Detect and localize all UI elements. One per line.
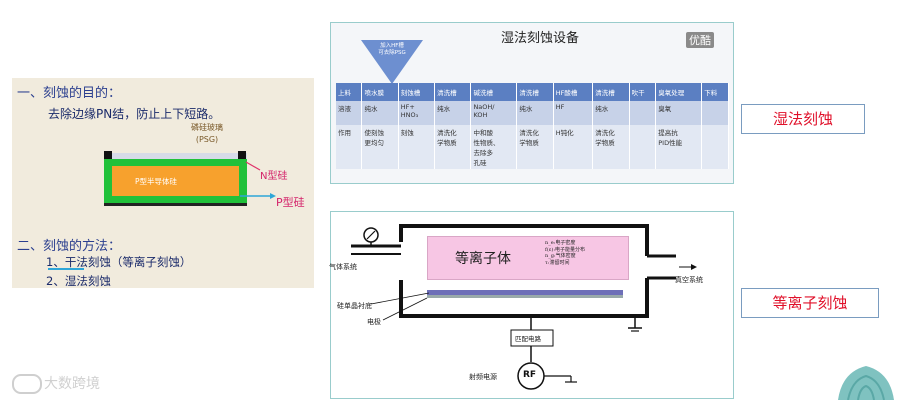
table-cell: HF+ HNO₃ <box>398 101 436 125</box>
method-wet: 2、湿法刻蚀 <box>46 274 111 288</box>
p-core-label: P型半导体硅 <box>135 177 178 186</box>
p-type-label: P型硅 <box>276 196 305 209</box>
table-cell: 清洗化 学物质 <box>516 125 554 169</box>
table-cell: 纯水 <box>434 101 472 125</box>
table-cell <box>701 101 729 125</box>
bottom-contact <box>104 203 247 206</box>
table-cell: 清洗化 学物质 <box>592 125 630 169</box>
rf-power-label: 射频电源 <box>469 373 497 381</box>
arrows-svg <box>240 161 276 199</box>
header-cell: 碱洗槽 <box>470 83 518 101</box>
psg-right-cap <box>238 151 246 159</box>
plasma-region <box>427 236 629 280</box>
table-cell: 纯水 <box>516 101 554 125</box>
watermark-logo-icon <box>12 374 42 394</box>
hf-funnel <box>361 40 423 84</box>
table-cell: 使刻蚀 更均匀 <box>361 125 399 169</box>
plasma-diagram-svg <box>351 224 697 390</box>
psg-left-cap <box>104 151 112 159</box>
header-cell: 清洗槽 <box>592 83 630 101</box>
table-row: 溶液 纯水 HF+ HNO₃ 纯水 NaOH/ KOH 纯水 HF 纯水 臭氧 <box>336 101 729 125</box>
table-cell <box>629 101 657 125</box>
electrode-plate <box>427 295 623 298</box>
electrode-pointer <box>382 297 428 321</box>
plasma-etch-panel: 等离子体 n_e:电子密度 f(ε):电子能量分布 n_g:气体密度 τ:滞留时… <box>329 211 734 399</box>
etching-slide: 一、刻蚀的目的： 去除边缘PN结，防止上下短路。 磷硅玻璃 (PSG) P型半导… <box>12 78 314 288</box>
wet-etch-title: 湿法刻蚀设备 <box>501 31 580 46</box>
heading-method: 二、刻蚀的方法： <box>17 239 122 254</box>
funnel-text: 加入HF槽 可去除PSG <box>378 43 406 56</box>
table-cell <box>701 125 729 169</box>
header-cell: 上料 <box>336 83 363 101</box>
gas-system-label: 气体系统 <box>329 263 357 271</box>
electrode-label: 电极 <box>367 318 381 326</box>
header-cell: HF酸槽 <box>553 83 594 101</box>
wet-etch-table: 上料 喷水膜 刻蚀槽 清洗槽 碱洗槽 清洗槽 HF酸槽 清洗槽 吹干 臭氧处理 … <box>336 83 729 169</box>
dry-underline <box>48 268 84 270</box>
table-cell: 作用 <box>336 125 363 169</box>
plasma-legend: n_e:电子密度 f(ε):电子能量分布 n_g:气体密度 τ:滞留时间 <box>545 240 586 266</box>
watermark-text: 大数跨境 <box>44 376 100 392</box>
wet-etch-label: 湿法刻蚀 <box>741 104 865 134</box>
vacuum-system-label: 真空系统 <box>675 276 703 284</box>
table-header-row: 上料 喷水膜 刻蚀槽 清洗槽 碱洗槽 清洗槽 HF酸槽 清洗槽 吹干 臭氧处理 … <box>336 83 729 101</box>
substrate-label: 硅单晶衬底 <box>337 302 372 310</box>
table-cell: 溶液 <box>336 101 363 125</box>
table-cell: 纯水 <box>361 101 399 125</box>
plasma-label: 等离子体 <box>455 251 511 267</box>
p-arrow-head <box>270 193 276 199</box>
p-type-core <box>112 166 239 196</box>
header-cell: 刻蚀槽 <box>398 83 436 101</box>
table-cell: 刻蚀 <box>398 125 436 169</box>
table-cell: NaOH/ KOH <box>470 101 518 125</box>
wet-etch-panel: 湿法刻蚀设备 优酷 加入HF槽 可去除PSG 上料 喷水膜 刻蚀槽 清洗槽 碱洗… <box>330 22 734 184</box>
method-dry: 1、干法刻蚀（等离子刻蚀） <box>46 255 192 269</box>
chamber-top-wall <box>399 224 649 256</box>
substrate-pointer <box>370 292 430 305</box>
plasma-etch-label: 等离子刻蚀 <box>741 288 879 318</box>
table-cell: 清洗化 学物质 <box>434 125 472 169</box>
psg-label: 磷硅玻璃 (PSG) <box>191 123 223 144</box>
header-cell: 吹干 <box>629 83 657 101</box>
table-cell <box>629 125 657 169</box>
psg-layer <box>104 153 247 159</box>
matching-circuit-label: 匹配电路 <box>515 335 541 343</box>
table-cell: HF <box>553 101 594 125</box>
n-arrow <box>245 161 261 171</box>
table-row: 作用 使刻蚀 更均匀 刻蚀 清洗化 学物质 中和酸 性物质、 去除多 孔硅 清洗… <box>336 125 729 169</box>
table-cell: 中和酸 性物质、 去除多 孔硅 <box>470 125 518 169</box>
heading-purpose: 一、刻蚀的目的： <box>17 86 122 101</box>
table-cell: 臭氧 <box>655 101 703 125</box>
n-type-label: N型硅 <box>260 171 288 182</box>
silicon-substrate <box>427 290 623 295</box>
header-cell: 清洗槽 <box>434 83 472 101</box>
matching-circuit-box <box>510 329 554 347</box>
rf-label: RF <box>523 370 537 380</box>
table-cell: 纯水 <box>592 101 630 125</box>
purpose-text: 去除边缘PN结，防止上下短路。 <box>48 107 221 121</box>
header-cell: 喷水膜 <box>361 83 399 101</box>
table-cell: H钝化 <box>553 125 594 169</box>
header-cell: 清洗槽 <box>516 83 554 101</box>
decorative-shell-icon <box>838 366 894 400</box>
video-logo-badge: 优酷 <box>686 32 714 48</box>
header-cell: 下料 <box>701 83 729 101</box>
table-cell: 提高抗 PID性能 <box>655 125 703 169</box>
header-cell: 臭氧处理 <box>655 83 703 101</box>
